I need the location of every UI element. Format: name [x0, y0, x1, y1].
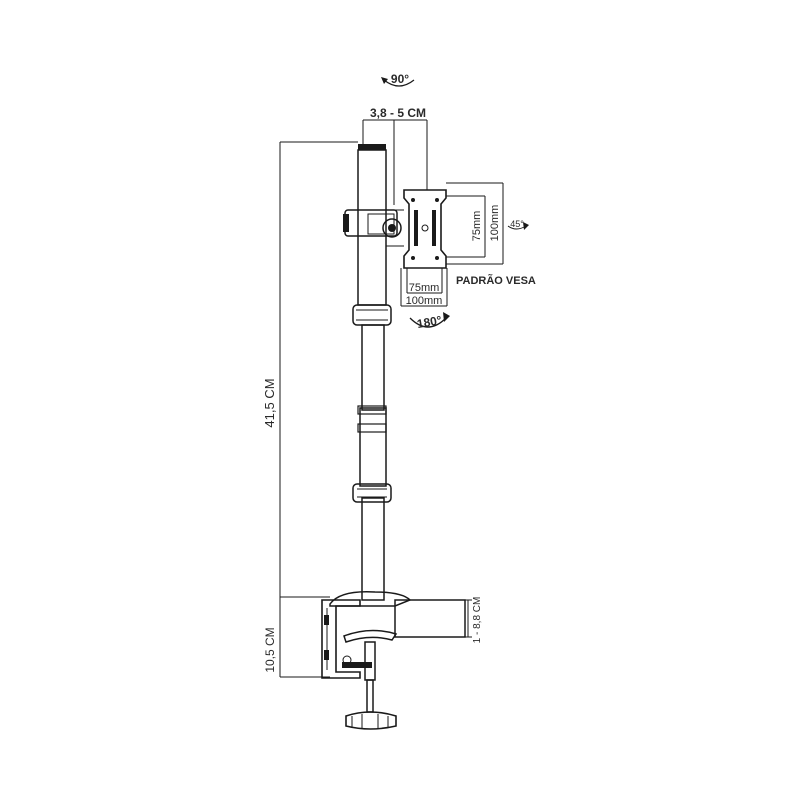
vesa-100-horizontal-label: 100mm: [406, 295, 443, 307]
collar-upper: [352, 304, 392, 326]
vesa-75-horizontal-label: 75mm: [409, 282, 440, 294]
vesa-standard-label: PADRÃO VESA: [456, 274, 536, 287]
vesa-plate: [403, 189, 447, 269]
tilt-45-icon: 45°: [507, 219, 529, 230]
rotate-90-icon: 90°: [381, 72, 415, 87]
height-dimension: 41,5 CM: [262, 141, 358, 597]
desk-thickness-label: 1 - 8,8 CM: [472, 597, 483, 644]
clamp-height-label: 10,5 CM: [263, 627, 277, 672]
collar-lower: [352, 483, 392, 503]
vesa-75-vertical-label: 75mm: [471, 211, 483, 242]
rotate-90-label: 90°: [391, 72, 409, 86]
pole-diameter-label: 3,8 - 5 CM: [370, 106, 426, 120]
rotate-180-icon: 180°: [409, 312, 450, 331]
desk: [329, 591, 466, 638]
pole-diameter-dimension: 3,8 - 5 CM: [362, 106, 428, 205]
clamp-dimension: 10,5 CM: [263, 596, 330, 678]
tilt-45-label: 45°: [510, 219, 524, 229]
mount-pole: [352, 144, 392, 601]
vesa-vertical-dimensions: 75mm 100mm: [446, 182, 504, 265]
desk-thickness-dimension: 1 - 8,8 CM: [465, 597, 483, 644]
vesa-100-vertical-label: 100mm: [489, 205, 501, 242]
vesa-horizontal-dimensions: 75mm 100mm: [400, 268, 448, 307]
arm-joint: [343, 209, 404, 247]
rotate-180-label: 180°: [416, 313, 443, 331]
height-label: 41,5 CM: [262, 378, 277, 427]
c-clamp: [321, 599, 398, 730]
